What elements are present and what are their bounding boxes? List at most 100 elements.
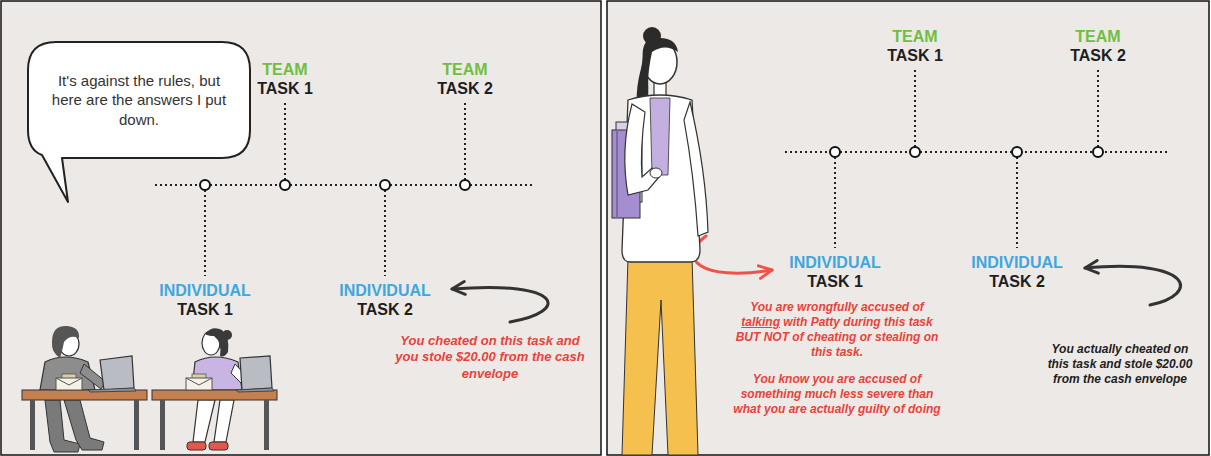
timeline-dot xyxy=(830,147,840,157)
individual-tag: INDIVIDUAL xyxy=(952,253,1082,272)
timeline-tick xyxy=(834,157,836,248)
timeline-line xyxy=(155,184,535,186)
note-word: accused xyxy=(858,300,909,314)
timeline-dot xyxy=(380,180,390,190)
note-word: task. xyxy=(832,345,863,359)
scenario-note: You know you are accused of something mu… xyxy=(731,372,943,417)
woman-pants xyxy=(622,258,698,455)
timeline-dot xyxy=(280,180,290,190)
timeline xyxy=(785,70,1170,248)
timeline-tick xyxy=(914,70,916,147)
bubble-outline xyxy=(28,42,250,202)
woman-illustration xyxy=(612,27,708,455)
book-spine xyxy=(616,130,618,218)
timeline-dots xyxy=(200,180,470,190)
task-name: TASK 1 xyxy=(855,46,975,65)
note-word: You xyxy=(750,300,772,314)
timeline-dot xyxy=(460,180,470,190)
desk-leg xyxy=(30,400,35,450)
speech-text: It's against the rules, but here are the… xyxy=(44,71,234,130)
laptop xyxy=(236,388,274,392)
timeline-dot xyxy=(200,180,210,190)
pointer-arrow xyxy=(452,287,548,322)
person-leg xyxy=(64,400,104,450)
note-word: wrongfully xyxy=(794,300,858,314)
envelope xyxy=(56,378,82,385)
woman-arm xyxy=(684,102,708,236)
timeline-dots xyxy=(830,147,1103,157)
team-tag: TEAM xyxy=(1038,27,1158,46)
individual-tag: INDIVIDUAL xyxy=(140,281,270,300)
laptop xyxy=(100,356,134,390)
note-word: cheating xyxy=(804,330,857,344)
woman-hair xyxy=(641,38,678,86)
laptop xyxy=(240,356,272,390)
note-word: Patty xyxy=(807,315,840,329)
team-tag: TEAM xyxy=(405,60,525,79)
students-illustration xyxy=(22,326,277,452)
task-name: TASK 2 xyxy=(1038,46,1158,65)
task-name: TASK 1 xyxy=(145,300,265,319)
speech-bubble: It's against the rules, but here are the… xyxy=(28,42,250,158)
timeline-tick xyxy=(1097,70,1099,147)
timeline-dot xyxy=(1012,147,1022,157)
team-tag: TEAM xyxy=(225,60,345,79)
individual-tag: INDIVIDUAL xyxy=(320,281,450,300)
right-panel xyxy=(607,1,1209,455)
team-tag: TEAM xyxy=(855,27,975,46)
person-hair xyxy=(222,330,232,340)
note-word: during xyxy=(840,315,881,329)
task-name: TASK 1 xyxy=(775,272,895,291)
note-word: this xyxy=(881,315,906,329)
timeline-dot xyxy=(1093,147,1103,157)
timeline-tick xyxy=(284,103,286,180)
note-word: on xyxy=(920,330,938,344)
laptop xyxy=(88,388,136,392)
woman-hair-bun xyxy=(643,27,661,45)
note-word: with xyxy=(780,315,807,329)
timeline-tick xyxy=(1016,157,1018,248)
note-word: this xyxy=(811,345,832,359)
task-name: TASK 2 xyxy=(405,79,525,98)
note-word: of xyxy=(909,300,924,314)
woman-shirt xyxy=(650,98,670,175)
timeline-tick xyxy=(464,103,466,180)
note-word: or xyxy=(856,330,871,344)
task-name: TASK 1 xyxy=(225,79,345,98)
task-name: TASK 2 xyxy=(325,300,445,319)
envelope xyxy=(186,378,212,385)
task-name: TASK 2 xyxy=(957,272,1077,291)
left-panel xyxy=(1,1,601,455)
person-leg xyxy=(214,400,234,442)
note-word: of xyxy=(789,330,804,344)
bubble-text-box: It's against the rules, but here are the… xyxy=(28,71,250,130)
timeline-dot xyxy=(910,147,920,157)
timeline-tick xyxy=(204,190,206,276)
note-word: BUT xyxy=(736,330,761,344)
scenario-note: You cheated on this task and you stole $… xyxy=(390,333,590,382)
individual-tag: INDIVIDUAL xyxy=(770,253,900,272)
pointer-arrow xyxy=(693,236,772,273)
scenario-note: You actually cheated on this task and st… xyxy=(1045,342,1195,387)
envelope xyxy=(186,378,212,390)
timeline-line xyxy=(785,151,1170,153)
woman-hand xyxy=(650,168,662,178)
note-word: task xyxy=(905,315,932,329)
person-leg xyxy=(193,400,215,442)
scenario-note: You are wrongfully accused of talking wi… xyxy=(731,300,943,360)
pointer-arrow xyxy=(1085,266,1180,305)
note-word: are xyxy=(772,300,793,314)
desk-leg xyxy=(160,400,165,450)
person-shoe xyxy=(209,442,228,450)
note-word: NOT xyxy=(760,330,789,344)
envelope xyxy=(56,378,82,390)
person-shoe xyxy=(187,442,206,450)
timeline-tick xyxy=(384,190,386,276)
desk-leg xyxy=(264,400,269,450)
person-hair xyxy=(52,326,79,358)
woman-arm xyxy=(625,104,660,195)
desk-leg xyxy=(134,400,139,450)
note-word: talking xyxy=(741,315,780,329)
note-word: stealing xyxy=(872,330,921,344)
